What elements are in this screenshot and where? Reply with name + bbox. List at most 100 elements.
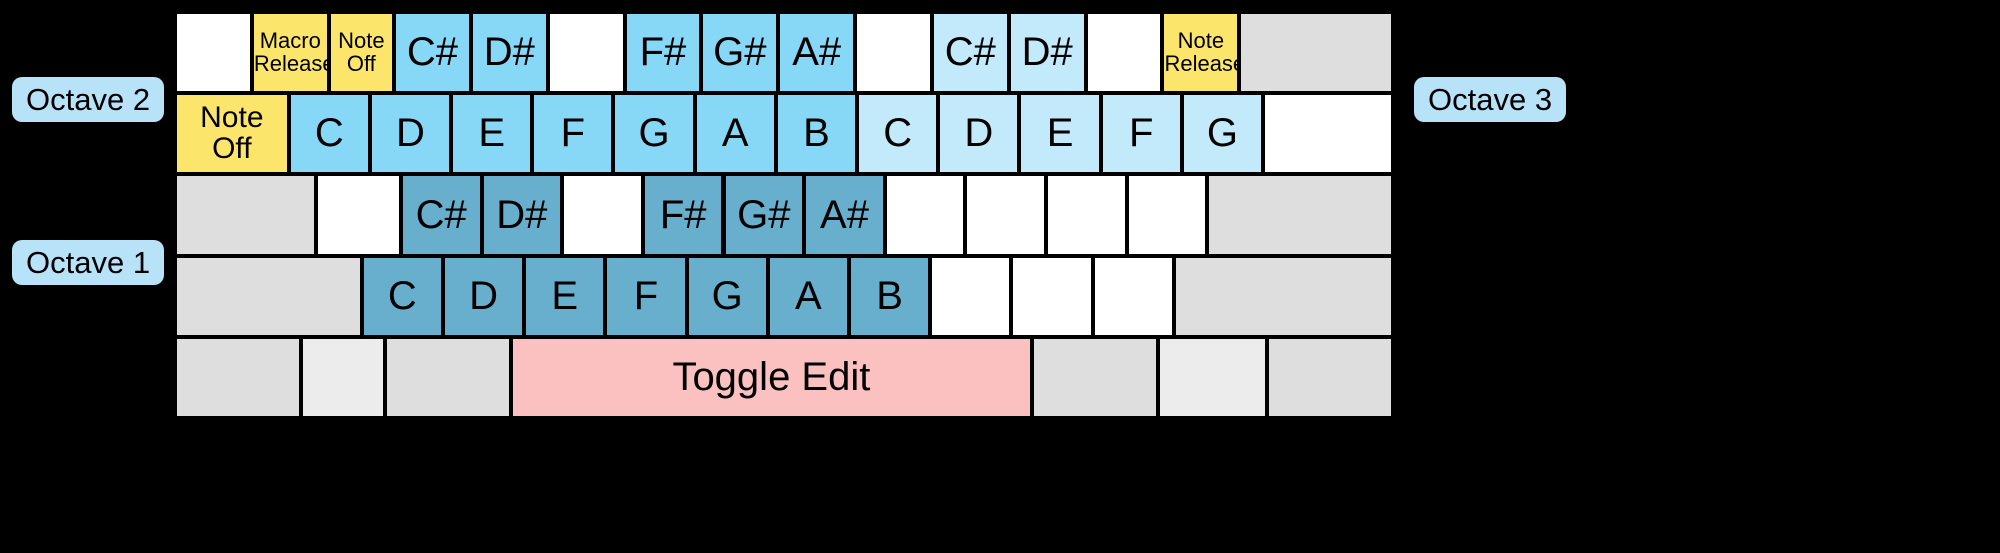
key-label-secondary: Off <box>346 50 376 76</box>
key-label-primary: D# <box>1021 30 1073 75</box>
key-c-r1c11[interactable]: C# <box>931 12 1009 94</box>
key-blank-r4c10[interactable] <box>1011 255 1093 337</box>
key-g-r1c8[interactable]: G# <box>701 12 779 94</box>
key-d-r2c10[interactable]: D <box>938 93 1020 175</box>
key-blank-r5c6[interactable] <box>1157 336 1267 418</box>
key-c-r1c4[interactable]: C# <box>394 12 471 94</box>
key-blank-r1c10[interactable] <box>855 12 932 94</box>
key-g-r2c13[interactable]: G <box>1181 93 1264 175</box>
key-blank-r3c1[interactable] <box>175 174 317 256</box>
key-blank-r3c5[interactable] <box>562 174 643 256</box>
key-blank-r3c10[interactable] <box>965 174 1047 256</box>
key-blank-r3c11[interactable] <box>1046 174 1127 256</box>
key-label-primary: Toggle Edit <box>672 354 871 399</box>
key-label-secondary: Off <box>212 131 252 165</box>
key-label-primary: G# <box>713 30 767 75</box>
key-label-primary: A <box>721 111 749 156</box>
key-blank-r1c1[interactable] <box>175 12 252 94</box>
key-label-primary: F# <box>659 192 707 237</box>
key-blank-r2c14[interactable] <box>1263 93 1393 175</box>
row-5-modifier-row: Toggle Edit <box>175 336 1393 418</box>
key-blank-r1c6[interactable] <box>547 12 625 94</box>
key-a-r3c8[interactable]: A# <box>804 174 885 256</box>
key-d-r2c3[interactable]: D <box>369 93 452 175</box>
key-d-r1c12[interactable]: D# <box>1008 12 1086 94</box>
key-label-secondary: Release <box>253 50 329 76</box>
key-blank-r5c3[interactable] <box>385 336 511 418</box>
key-c-r2c2[interactable]: C <box>288 93 370 175</box>
key-f-r1c7[interactable]: F# <box>624 12 702 94</box>
key-blank-r5c5[interactable] <box>1031 336 1158 418</box>
key-a-r2c7[interactable]: A <box>694 93 776 175</box>
key-b-r4c8[interactable]: B <box>848 255 931 337</box>
key-label-primary: A# <box>792 30 842 75</box>
key-label-primary: A <box>795 273 822 318</box>
key-label-primary: Macro <box>259 28 321 54</box>
key-label-secondary: Release <box>1164 50 1240 76</box>
key-label-primary: C <box>387 273 417 318</box>
key-blank-r4c11[interactable] <box>1092 255 1174 337</box>
key-c-r3c3[interactable]: C# <box>400 174 482 256</box>
key-blank-r5c1[interactable] <box>175 336 301 418</box>
key-label-primary: Note <box>338 28 385 54</box>
key-label-primary: E <box>1046 111 1074 156</box>
key-label-primary: G# <box>737 192 791 237</box>
key-blank-r1c13[interactable] <box>1085 12 1163 94</box>
key-label-primary: B <box>876 273 903 318</box>
key-d-r3c4[interactable]: D# <box>481 174 563 256</box>
key-blank-r4c1[interactable] <box>175 255 362 337</box>
key-blank-r3c9[interactable] <box>884 174 966 256</box>
key-label-primary: G <box>638 111 670 156</box>
key-label-primary: F# <box>639 30 687 75</box>
key-label-primary: G <box>711 273 743 318</box>
key-g-r2c6[interactable]: G <box>613 93 695 175</box>
key-blank-r4c12[interactable] <box>1173 255 1393 337</box>
key-f-r2c12[interactable]: F <box>1100 93 1182 175</box>
key-b-r2c8[interactable]: B <box>775 93 858 175</box>
key-d-r1c5[interactable]: D# <box>470 12 548 94</box>
key-label-primary: E <box>478 111 506 156</box>
key-label-primary: Note <box>1177 28 1225 54</box>
key-e-r2c4[interactable]: E <box>451 93 533 175</box>
octave-1-label: Octave 1 <box>12 240 165 285</box>
key-d-r4c3[interactable]: D <box>442 255 525 337</box>
key-blank-r3c12[interactable] <box>1126 174 1208 256</box>
key-label-primary: C <box>883 111 913 156</box>
key-blank-r1c15[interactable] <box>1239 12 1393 94</box>
key-c-r4c2[interactable]: C <box>361 255 443 337</box>
key-blank-r4c9[interactable] <box>930 255 1012 337</box>
key-f-r2c5[interactable]: F <box>532 93 614 175</box>
key-blank-r5c2[interactable] <box>301 336 385 418</box>
key-c-r2c9[interactable]: C <box>857 93 939 175</box>
key-g-r4c6[interactable]: G <box>686 255 768 337</box>
key-g-r3c7[interactable]: G# <box>723 174 805 256</box>
key-f-r3c6[interactable]: F# <box>642 174 724 256</box>
octave-2-label: Octave 2 <box>12 77 165 122</box>
key-label-primary: Note <box>200 101 264 135</box>
key-label-primary: C <box>314 111 344 156</box>
key-label-primary: F <box>633 273 659 318</box>
key-e-r2c11[interactable]: E <box>1019 93 1101 175</box>
key-f-r4c5[interactable]: F <box>605 255 687 337</box>
octave-3-label: Octave 3 <box>1414 77 1567 122</box>
key-toggle-edit-r5c4[interactable]: Toggle Edit <box>511 336 1032 418</box>
key-label-primary: B <box>803 111 830 156</box>
key-label-primary: C# <box>944 30 996 75</box>
key-a-r1c9[interactable]: A# <box>778 12 856 94</box>
key-a-r4c7[interactable]: A <box>767 255 849 337</box>
row-3-black-keys-lower: C# D# F# G# A# <box>175 174 1393 256</box>
key-label-primary: C# <box>415 192 467 237</box>
key-label-primary: D# <box>496 192 548 237</box>
key-blank-r5c7[interactable] <box>1267 336 1393 418</box>
key-label-primary: D <box>396 111 425 156</box>
key-blank-r3c2[interactable] <box>316 174 401 256</box>
key-blank-r3c13[interactable] <box>1207 174 1393 256</box>
key-e-r4c4[interactable]: E <box>524 255 606 337</box>
